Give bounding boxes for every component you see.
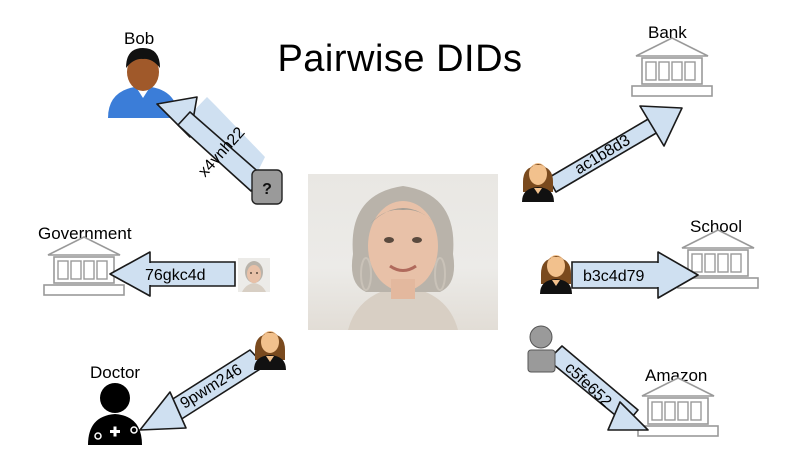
did-label-bank: ac1b8d3	[572, 132, 633, 178]
persona-photo-thumbnail	[238, 258, 270, 292]
page-title: Pairwise DIDs	[277, 38, 523, 80]
arrow-to-government	[109, 251, 236, 297]
bank-building-icon	[631, 37, 713, 97]
amazon-building-icon	[637, 377, 719, 437]
arrow-to-bob	[156, 96, 265, 192]
arrow-to-bank	[547, 105, 683, 193]
unknown-identity-badge: ?	[251, 169, 283, 205]
doctor-icon	[88, 383, 142, 445]
arrow-to-doctor	[139, 349, 266, 431]
central-person-photo	[308, 174, 498, 330]
female-avatar-icon-doctor	[254, 331, 286, 370]
school-label: School	[690, 217, 742, 236]
did-label-school: b3c4d79	[583, 268, 644, 285]
unknown-badge-text: ?	[262, 181, 272, 198]
bob-label: Bob	[124, 29, 155, 48]
government-building-icon	[43, 236, 125, 296]
generic-person-icon	[527, 325, 556, 373]
female-avatar-icon-school	[540, 255, 572, 294]
government-label: Government	[38, 224, 132, 243]
did-label-government: 76gkc4d	[145, 267, 206, 284]
amazon-label: Amazon	[645, 366, 708, 385]
arrow-to-school	[571, 251, 699, 299]
arrow-to-amazon	[547, 345, 649, 431]
bob-avatar-icon	[108, 48, 178, 118]
doctor-label: Doctor	[90, 363, 141, 382]
did-label-doctor: 9pwm246	[177, 361, 245, 412]
bank-label: Bank	[648, 23, 687, 42]
female-avatar-icon-bank	[522, 163, 554, 202]
